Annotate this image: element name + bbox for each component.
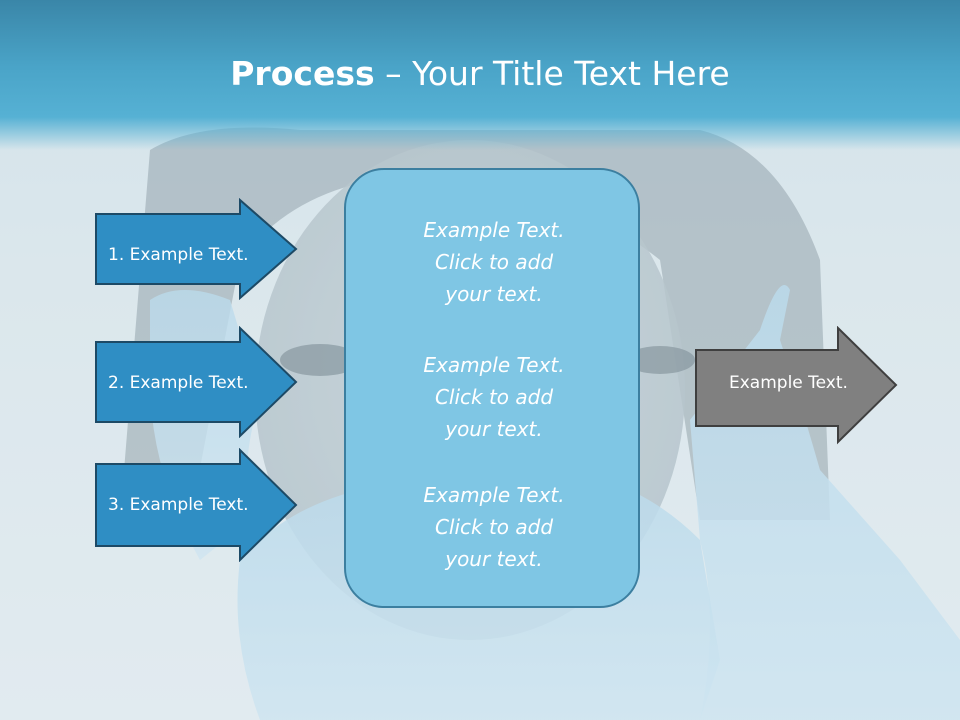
left-arrow-2[interactable] xyxy=(94,326,300,438)
right-arrow-label: Example Text. xyxy=(729,373,848,393)
hair-shape xyxy=(120,127,830,520)
center-text-box[interactable]: Example Text. Click to add your text. Ex… xyxy=(344,168,640,608)
slide-title[interactable]: Process – Your Title Text Here xyxy=(0,52,960,96)
center-block-3: Example Text. Click to add your text. xyxy=(346,479,642,575)
right-arrow[interactable] xyxy=(694,326,900,446)
title-rest: – Your Title Text Here xyxy=(374,54,730,93)
left-arrow-3[interactable] xyxy=(94,448,300,562)
title-bar xyxy=(0,0,960,150)
center-block-1: Example Text. Click to add your text. xyxy=(346,214,642,310)
center-block-3-line-1: Example Text. xyxy=(423,483,565,507)
left-arrow-1-label: 1. Example Text. xyxy=(108,245,249,265)
center-block-1-line-2: Click to add xyxy=(434,250,554,274)
center-block-1-line-3: your text. xyxy=(445,282,543,306)
title-bold: Process xyxy=(230,54,375,93)
left-arrow-3-label: 3. Example Text. xyxy=(108,495,249,515)
center-block-1-line-1: Example Text. xyxy=(423,218,565,242)
center-block-3-line-3: your text. xyxy=(445,547,543,571)
center-block-3-line-2: Click to add xyxy=(434,515,554,539)
center-block-2-line-2: Click to add xyxy=(434,385,554,409)
left-arrow-2-label: 2. Example Text. xyxy=(108,373,249,393)
right-eye xyxy=(625,346,695,374)
left-eye xyxy=(280,344,360,376)
center-block-2-line-3: your text. xyxy=(445,417,543,441)
center-block-2-line-1: Example Text. xyxy=(423,353,565,377)
left-arrow-1[interactable] xyxy=(94,198,300,300)
center-block-2: Example Text. Click to add your text. xyxy=(346,349,642,445)
